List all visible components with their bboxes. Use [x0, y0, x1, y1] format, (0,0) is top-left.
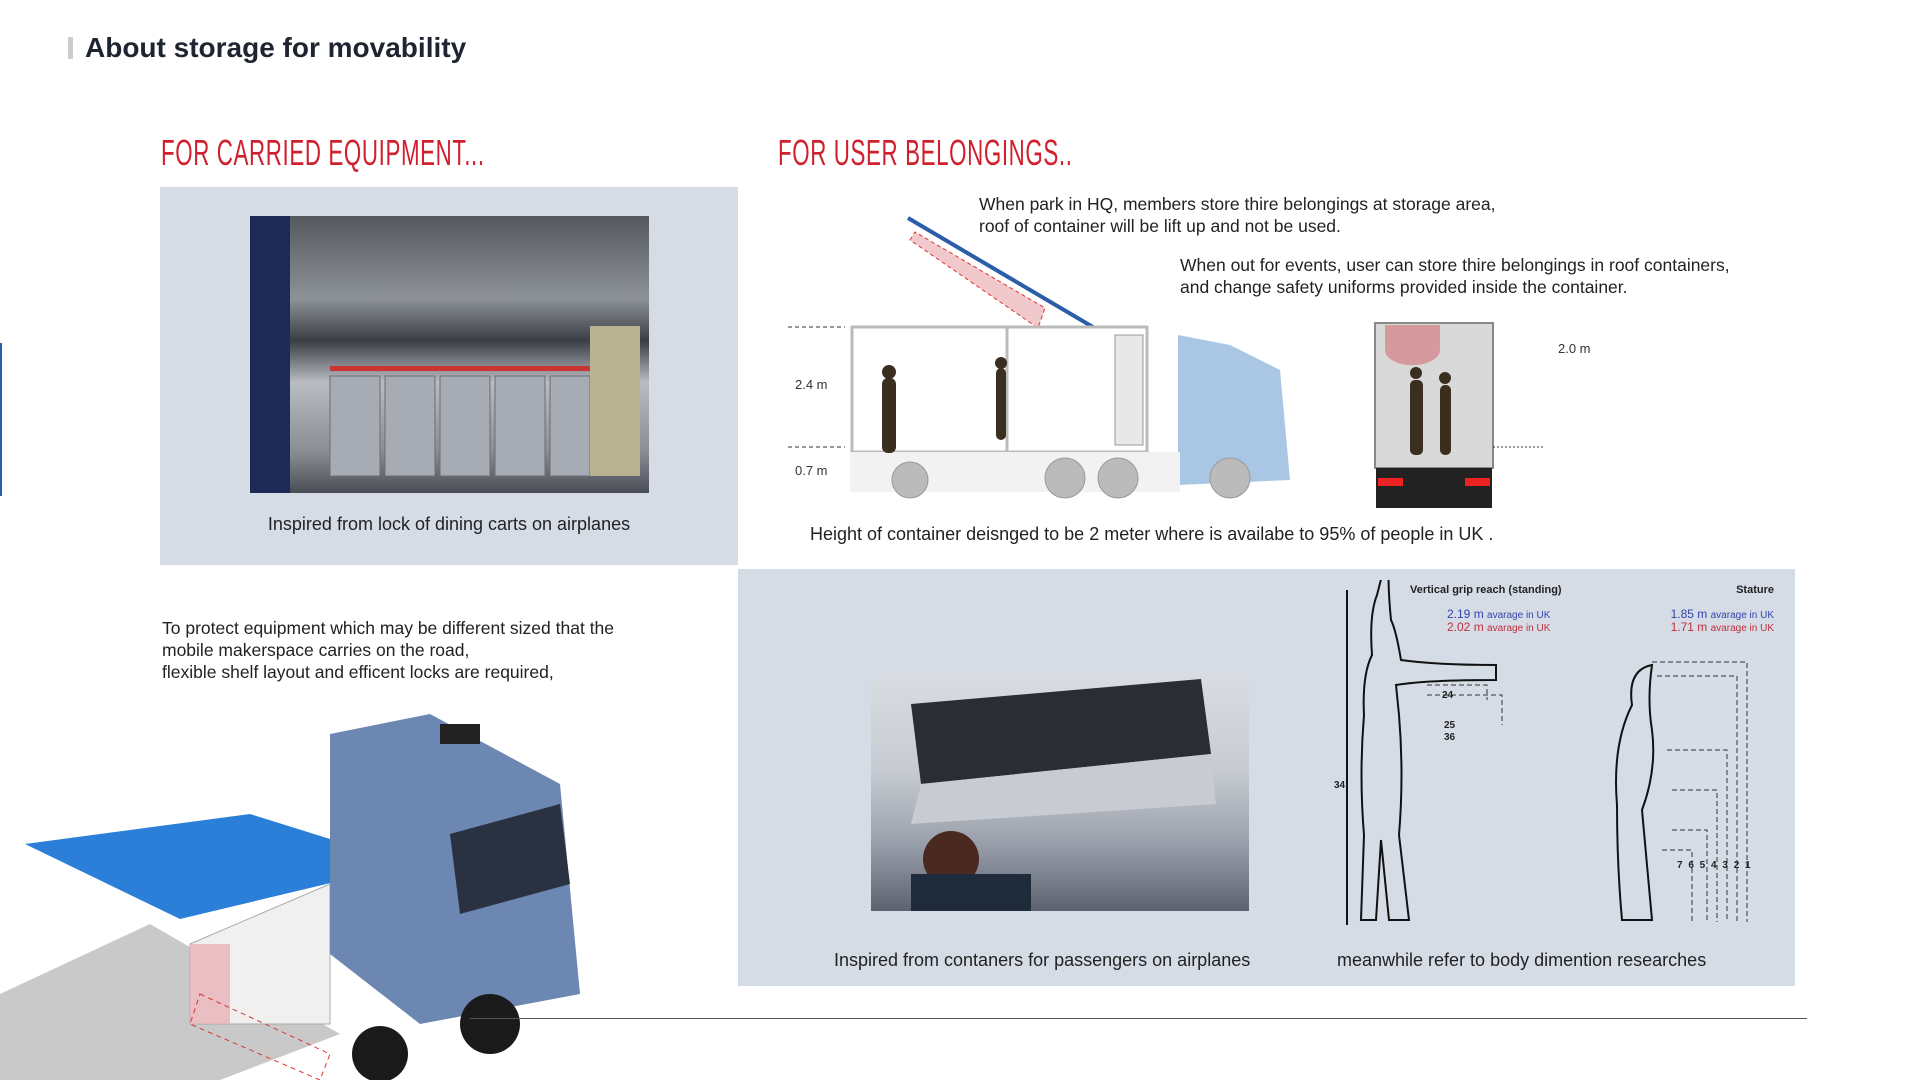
note-hq: When park in HQ, members store thire bel…: [979, 193, 1496, 237]
note-line: roof of container will be lift up and no…: [979, 216, 1341, 236]
overhead-bin-photo: [871, 674, 1249, 911]
body-figures: [1346, 580, 1748, 925]
footer-divider: [470, 1018, 1807, 1019]
dim-container-height: 2.4 m: [795, 377, 828, 392]
stature-title: Stature: [1736, 584, 1774, 596]
edge-marker: [0, 343, 2, 496]
section-heading-belongings: FOR USER BELONGINGS..: [778, 132, 1073, 173]
dim-label: 24: [1442, 690, 1454, 701]
dim-label: 34: [1334, 780, 1346, 791]
bin-photo-caption: Inspired from contaners for passengers o…: [834, 950, 1251, 970]
grip-title: Vertical grip reach (standing): [1410, 584, 1562, 596]
dim-floor-height: 0.7 m: [795, 463, 828, 478]
grip-male-value: 2.19 m: [1447, 607, 1484, 621]
description-line: mobile makerspace carries on the road,: [162, 640, 470, 660]
page-title-text: About storage for movability: [85, 32, 467, 63]
section-heading-equipment: FOR CARRIED EQUIPMENT...: [161, 132, 485, 173]
body-caption: meanwhile refer to body dimention resear…: [1337, 950, 1707, 970]
equipment-photo-caption: Inspired from lock of dining carts on ai…: [267, 514, 631, 534]
height-caption: Height of container deisnged to be 2 met…: [810, 524, 1494, 544]
dim-door-height: 2.0 m: [1558, 341, 1591, 356]
truck-render: [0, 714, 580, 1080]
truck-side-diagram: [788, 216, 1545, 508]
stature-male-value: 1.85 m: [1670, 607, 1708, 621]
note-line: When out for events, user can store thir…: [1180, 255, 1730, 275]
avg-label: avarage in UK: [1710, 610, 1774, 621]
dim-scale: 7 6 5 4 3 2 1: [1677, 860, 1751, 871]
dim-label: 25: [1444, 720, 1456, 731]
grip-female-value: 2.02 m: [1447, 620, 1484, 634]
dim-label: 36: [1444, 732, 1456, 743]
avg-label: avarage in UK: [1710, 623, 1774, 634]
avg-label: avarage in UK: [1487, 623, 1551, 634]
note-line: When park in HQ, members store thire bel…: [979, 194, 1496, 214]
description-line: flexible shelf layout and efficent locks…: [162, 662, 554, 682]
avg-label: avarage in UK: [1487, 610, 1551, 621]
equipment-description: To protect equipment which may be differ…: [162, 617, 614, 683]
note-line: and change safety uniforms provided insi…: [1180, 277, 1628, 297]
page-title: About storage for movability: [68, 32, 466, 64]
description-line: To protect equipment which may be differ…: [162, 618, 615, 638]
body-dimension-chart: Vertical grip reach (standing) Stature 2…: [1332, 580, 1792, 930]
title-bar: [68, 37, 73, 59]
dining-cart-photo: [250, 216, 649, 493]
stature-female-value: 1.71 m: [1670, 620, 1708, 634]
note-events: When out for events, user can store thir…: [1180, 254, 1730, 298]
